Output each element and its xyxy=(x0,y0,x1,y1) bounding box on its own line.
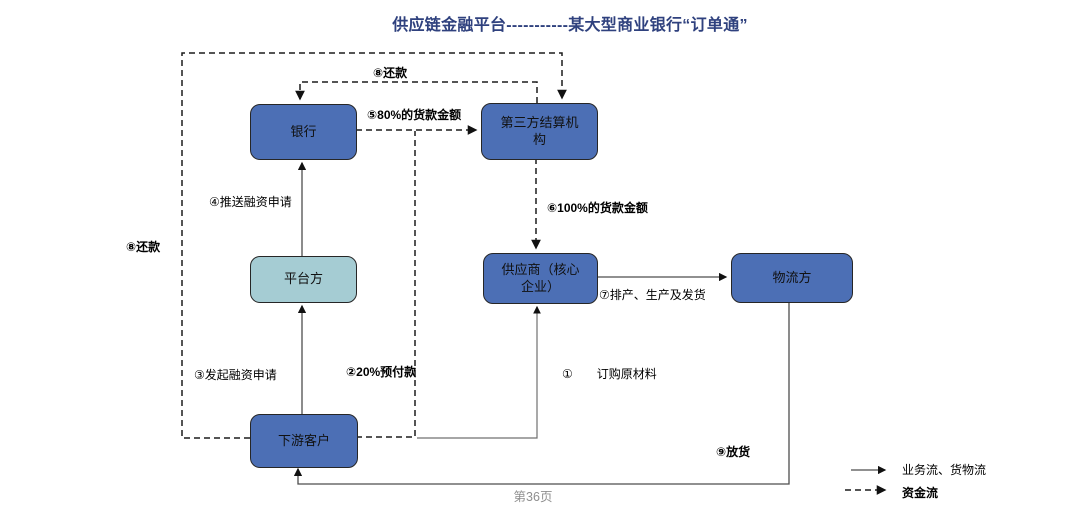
edge-label-step3: ③发起融资申请 xyxy=(194,368,277,382)
node-settlement: 第三方结算机构 xyxy=(481,103,598,160)
node-bank: 银行 xyxy=(250,104,357,160)
edge-label-step9: ⑨放货 xyxy=(716,445,751,459)
node-bank-label: 银行 xyxy=(290,123,317,139)
edge-label-step1: ① 订购原材料 xyxy=(562,367,657,381)
edge-label-step2: ②20%预付款 xyxy=(346,365,417,379)
edge-step8-top-line xyxy=(295,81,538,103)
edge-label-step4: ④推送融资申请 xyxy=(209,195,292,209)
edge-step1-line xyxy=(417,305,541,439)
legend-dashed-label: 资金流 xyxy=(902,486,939,500)
edge-step2-line xyxy=(356,131,416,438)
node-logistics-label: 物流方 xyxy=(772,269,812,285)
edge-label-step8-top: ⑧还款 xyxy=(373,66,408,80)
node-platform-label: 平台方 xyxy=(283,271,323,287)
node-supplier-label: 供应商（核心企业） xyxy=(501,261,580,294)
node-settlement-label: 第三方结算机构 xyxy=(500,114,579,147)
node-customer: 下游客户 xyxy=(250,414,358,468)
edge-label-step5: ⑤80%的货款金额 xyxy=(367,108,462,122)
node-customer-label: 下游客户 xyxy=(277,432,330,448)
legend-solid-label: 业务流、货物流 xyxy=(902,463,987,477)
node-supplier: 供应商（核心企业） xyxy=(483,253,598,304)
page-number: 第36页 xyxy=(513,490,553,504)
edge-label-step6: ⑥100%的货款金额 xyxy=(547,201,648,215)
node-logistics: 物流方 xyxy=(731,253,853,303)
edge-label-step7: ⑦排产、生产及发货 xyxy=(599,288,706,302)
edge-label-step8-left: ⑧还款 xyxy=(126,240,161,254)
diagram-title: 供应链金融平台-----------某大型商业银行“订单通” xyxy=(392,17,748,34)
node-platform: 平台方 xyxy=(250,256,357,303)
